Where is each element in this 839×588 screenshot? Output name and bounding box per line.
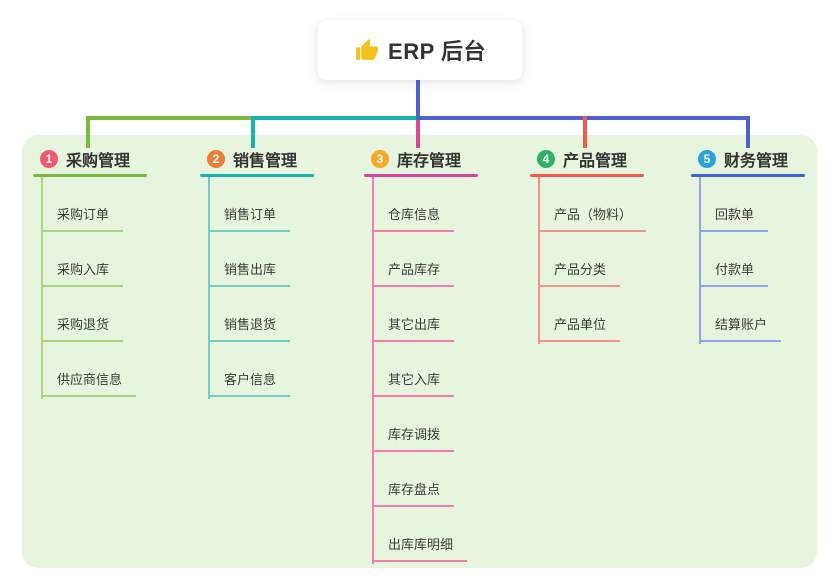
child-node[interactable]: 采购入库 xyxy=(41,259,124,287)
branch-node-finance[interactable]: 5 财务管理 xyxy=(691,146,839,172)
child-node[interactable]: 供应商信息 xyxy=(41,369,137,397)
branch-underline xyxy=(691,174,805,177)
branch-node-product[interactable]: 4 产品管理 xyxy=(530,146,700,172)
child-row: 库存盘点 xyxy=(364,452,534,507)
root-node-erp[interactable]: ERP 后台 xyxy=(318,20,522,80)
branch-product: 4 产品管理 产品（物料） 产品分类 产品单位 xyxy=(530,146,700,344)
child-node[interactable]: 销售退货 xyxy=(208,314,291,342)
child-node[interactable]: 销售出库 xyxy=(208,259,291,287)
root-label: ERP 后台 xyxy=(388,39,486,64)
branch1-drop-line xyxy=(86,116,90,148)
branch-node-inventory[interactable]: 3 库存管理 xyxy=(364,146,534,172)
root-connector-line xyxy=(416,80,420,120)
child-node[interactable]: 采购退货 xyxy=(41,314,124,342)
branch2-drop-line xyxy=(251,116,255,148)
child-row: 产品分类 xyxy=(530,232,700,287)
child-row: 仓库信息 xyxy=(364,177,534,232)
branch-sales: 2 销售管理 销售订单 销售出库 销售退货 客户信息 xyxy=(200,146,370,399)
branch1-horizontal-line xyxy=(86,116,255,120)
child-row: 库存调拨 xyxy=(364,397,534,452)
branch-underline xyxy=(530,174,644,177)
branch-label: 销售管理 xyxy=(233,153,298,170)
branch-label: 库存管理 xyxy=(397,153,462,170)
child-node[interactable]: 产品分类 xyxy=(538,259,621,287)
branch2-horizontal-line xyxy=(251,116,418,120)
child-row: 结算账户 xyxy=(691,287,839,342)
child-node[interactable]: 产品（物料） xyxy=(538,204,647,232)
branch-underline xyxy=(200,174,314,177)
branch-node-purchase[interactable]: 1 采购管理 xyxy=(33,146,203,172)
branch-child-connector xyxy=(538,177,540,344)
branch-number-badge: 5 xyxy=(698,150,716,168)
branch-number-badge: 1 xyxy=(40,150,58,168)
child-node[interactable]: 回款单 xyxy=(699,204,769,232)
branch-child-connector xyxy=(41,177,43,399)
branch-underline xyxy=(33,174,147,177)
branch-child-connector xyxy=(699,177,701,344)
branch-node-sales[interactable]: 2 销售管理 xyxy=(200,146,370,172)
mindmap-background-panel xyxy=(22,135,817,568)
child-row: 销售退货 xyxy=(200,287,370,342)
child-row: 其它出库 xyxy=(364,287,534,342)
child-row: 采购订单 xyxy=(33,177,203,232)
branch3-drop-line xyxy=(416,120,420,148)
child-node[interactable]: 库存盘点 xyxy=(372,479,455,507)
branch-finance: 5 财务管理 回款单 付款单 结算账户 xyxy=(691,146,839,344)
branch-inventory: 3 库存管理 仓库信息 产品库存 其它出库 其它入库 库存调拨 库存盘点 出库库… xyxy=(364,146,534,564)
child-row: 销售出库 xyxy=(200,232,370,287)
branch-child-connector xyxy=(208,177,210,399)
child-node[interactable]: 采购订单 xyxy=(41,204,124,232)
branch-number-badge: 3 xyxy=(371,150,389,168)
child-row: 回款单 xyxy=(691,177,839,232)
child-node[interactable]: 客户信息 xyxy=(208,369,291,397)
child-node[interactable]: 付款单 xyxy=(699,259,769,287)
child-row: 客户信息 xyxy=(200,342,370,397)
child-row: 供应商信息 xyxy=(33,342,203,397)
child-row: 付款单 xyxy=(691,232,839,287)
child-row: 销售订单 xyxy=(200,177,370,232)
child-row: 采购入库 xyxy=(33,232,203,287)
branch-label: 财务管理 xyxy=(724,153,789,170)
child-row: 采购退货 xyxy=(33,287,203,342)
child-node[interactable]: 产品库存 xyxy=(372,259,455,287)
child-row: 出库库明细 xyxy=(364,507,534,562)
child-node[interactable]: 其它出库 xyxy=(372,314,455,342)
branch-number-badge: 4 xyxy=(537,150,555,168)
thumbs-up-icon xyxy=(356,38,378,60)
child-row: 产品库存 xyxy=(364,232,534,287)
branch4-drop-line xyxy=(583,116,587,148)
child-node[interactable]: 仓库信息 xyxy=(372,204,455,232)
child-node[interactable]: 出库库明细 xyxy=(372,534,468,562)
child-node[interactable]: 销售订单 xyxy=(208,204,291,232)
branch-label: 采购管理 xyxy=(66,153,131,170)
branch-underline xyxy=(364,174,478,177)
child-node[interactable]: 结算账户 xyxy=(699,314,782,342)
child-node[interactable]: 其它入库 xyxy=(372,369,455,397)
branch-child-connector xyxy=(372,177,374,564)
branch5-drop-line xyxy=(746,116,750,148)
child-node[interactable]: 库存调拨 xyxy=(372,424,455,452)
branch-purchase: 1 采购管理 采购订单 采购入库 采购退货 供应商信息 xyxy=(33,146,203,399)
child-row: 产品单位 xyxy=(530,287,700,342)
child-node[interactable]: 产品单位 xyxy=(538,314,621,342)
child-row: 其它入库 xyxy=(364,342,534,397)
branch-number-badge: 2 xyxy=(207,150,225,168)
child-row: 产品（物料） xyxy=(530,177,700,232)
branch-label: 产品管理 xyxy=(563,153,628,170)
